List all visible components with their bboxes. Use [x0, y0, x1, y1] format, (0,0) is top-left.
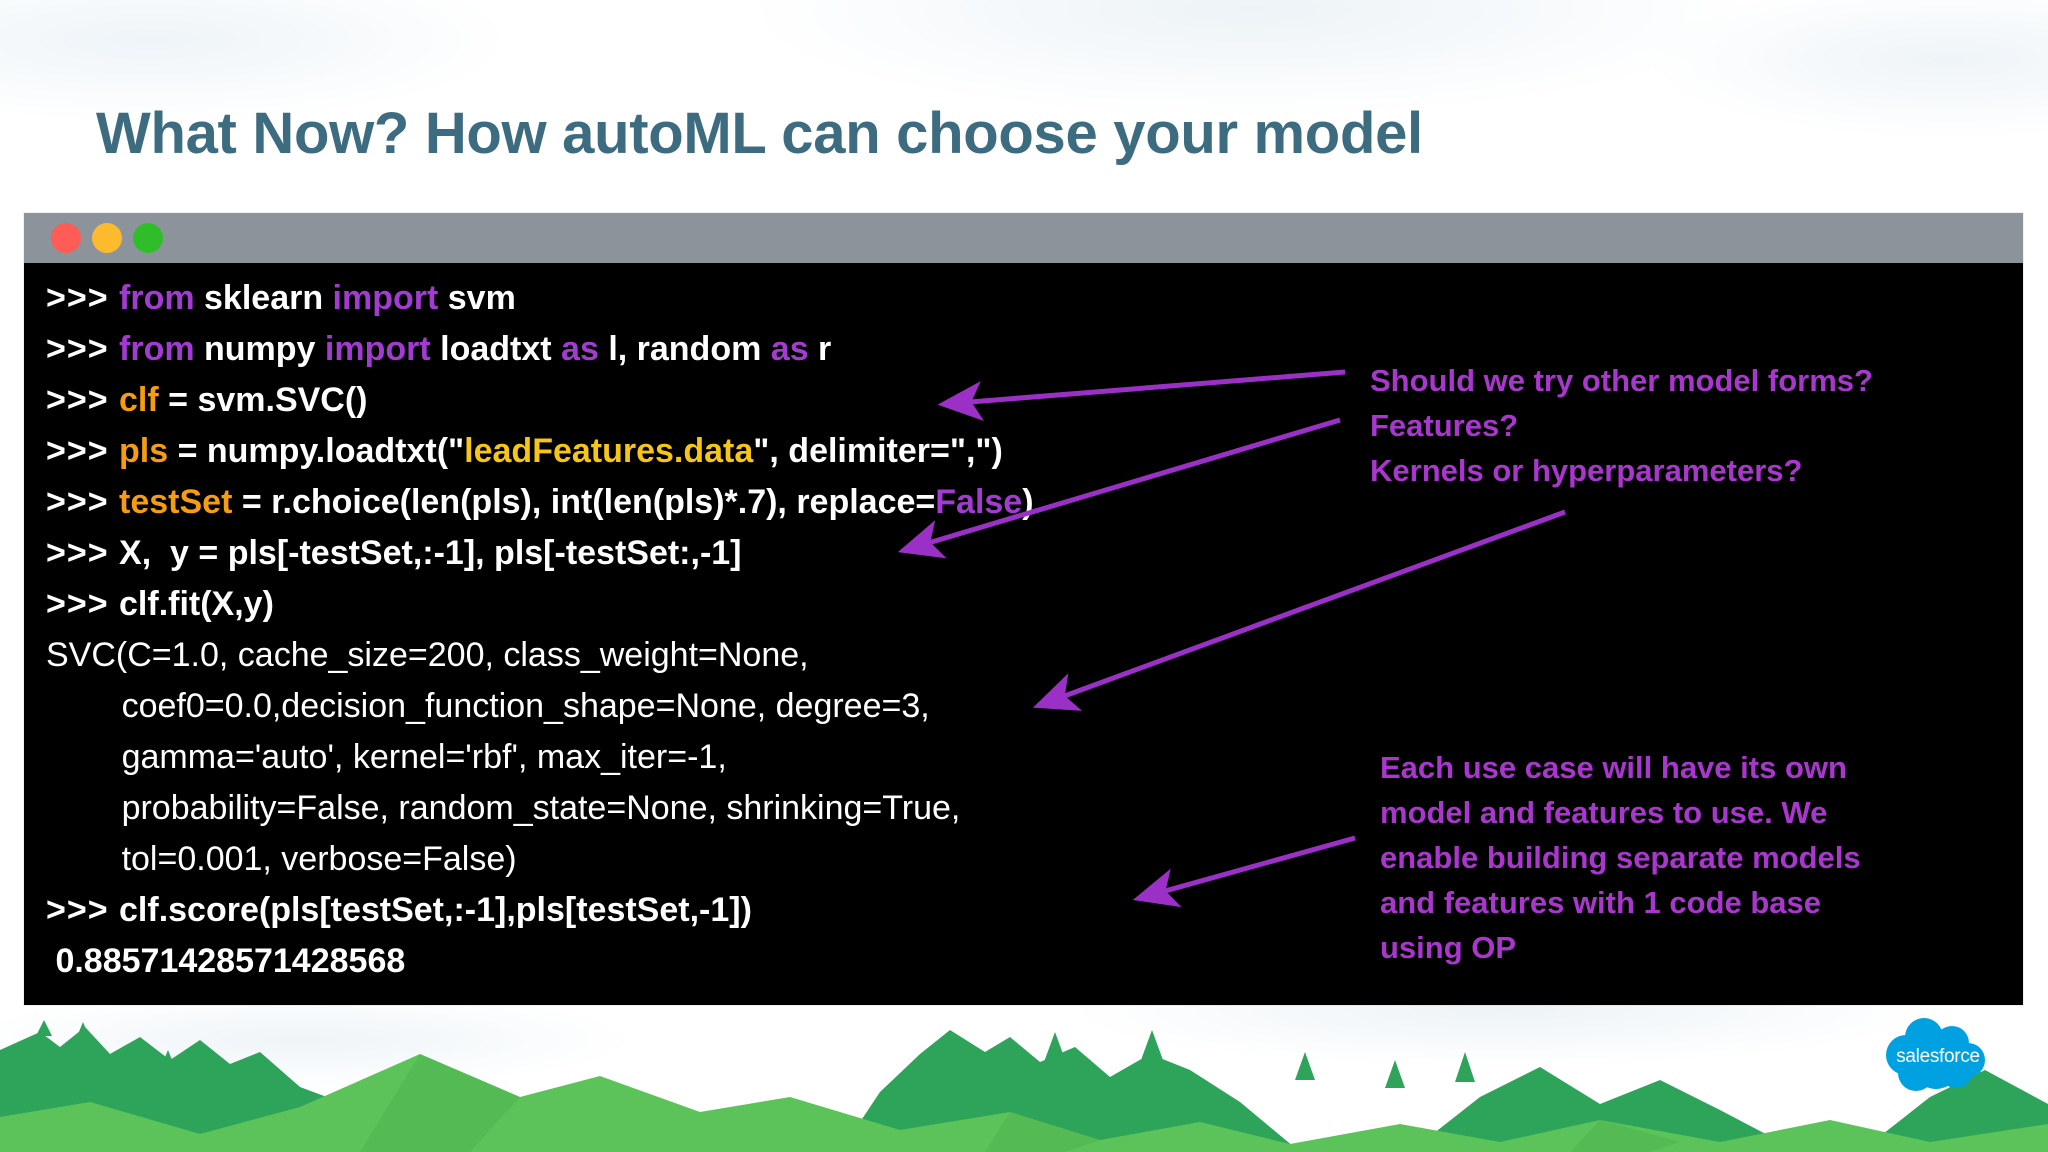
code-token: clf [119, 381, 159, 419]
code-token: = r.choice(len(pls), int(len(pls)*.7), r… [232, 483, 936, 521]
annotation-top: Should we try other model forms? Feature… [1370, 358, 2030, 493]
code-output-line: SVC(C=1.0, cache_size=200, class_weight=… [46, 636, 809, 674]
annotation-bottom-line4: and features with 1 code base [1380, 885, 1822, 920]
code-token: numpy [204, 330, 325, 368]
prompt-marker: >>> [46, 330, 120, 368]
mountain-shadow [360, 1054, 1680, 1152]
code-line: >>> clf.fit(X,y) [46, 579, 1366, 630]
code-token: = svm.SVC() [158, 381, 368, 419]
code-token: leadFeatures.data [464, 432, 754, 470]
salesforce-cloud-icon [1886, 1018, 1985, 1091]
prompt-marker: >>> [46, 381, 120, 419]
annotation-bottom: Each use case will have its own model an… [1380, 745, 2020, 970]
code-token: from [119, 330, 205, 368]
code-token: l, random [608, 330, 771, 368]
footer-landscape [0, 1020, 2048, 1152]
prompt-marker: >>> [46, 432, 120, 470]
prompt-marker: >>> [46, 534, 120, 572]
code-token: sklearn [204, 279, 333, 317]
code-token: ) [1022, 483, 1034, 521]
terminal-titlebar [24, 213, 2023, 263]
prompt-marker: >>> [46, 279, 120, 317]
code-token: from [119, 279, 205, 317]
code-output-line: gamma='auto', kernel='rbf', max_iter=-1, [46, 738, 727, 776]
code-token: False [935, 483, 1023, 521]
code-token: clf.fit(X,y) [119, 585, 274, 623]
annotation-bottom-line5: using OP [1380, 930, 1517, 965]
annotation-top-line3: Kernels or hyperparameters? [1370, 453, 1803, 488]
code-line: >>> testSet = r.choice(len(pls), int(len… [46, 477, 1366, 528]
code-line: >>> clf.score(pls[testSet,:-1],pls[testS… [46, 885, 1366, 936]
annotation-top-line2: Features? [1370, 408, 1519, 443]
annotation-bottom-line3: enable building separate models [1380, 840, 1861, 875]
code-token: pls [119, 432, 169, 470]
terminal-window: >>> from sklearn import svm>>> from nump… [24, 213, 2023, 1005]
code-line: >>> from sklearn import svm [46, 273, 1366, 324]
prompt-marker: >>> [46, 585, 120, 623]
code-token: loadtxt [440, 330, 562, 368]
annotation-top-line1: Should we try other model forms? [1370, 363, 1873, 398]
code-line: >>> pls = numpy.loadtxt("leadFeatures.da… [46, 426, 1366, 477]
code-token: testSet [119, 483, 233, 521]
terminal-body[interactable]: >>> from sklearn import svm>>> from nump… [24, 263, 2023, 1005]
code-token: as [561, 330, 609, 368]
close-icon[interactable] [51, 223, 81, 253]
code-line: >>> clf = svm.SVC() [46, 375, 1366, 426]
code-output-line: coef0=0.0,decision_function_shape=None, … [46, 687, 930, 725]
code-token: 0.88571428571428568 [46, 942, 406, 980]
page-title: What Now? How autoML can choose your mod… [96, 101, 1423, 166]
salesforce-logo: salesforce [1880, 1015, 1996, 1097]
mountain-range-front [0, 1054, 2048, 1152]
minimize-icon[interactable] [92, 223, 122, 253]
code-token: import [324, 330, 441, 368]
code-line: >>> from numpy import loadtxt as l, rand… [46, 324, 1366, 375]
code-line: 0.88571428571428568 [46, 936, 1366, 987]
code-output-line: tol=0.001, verbose=False) [46, 840, 517, 878]
code-output-line: probability=False, random_state=None, sh… [46, 789, 961, 827]
code-token: = numpy.loadtxt(" [168, 432, 465, 470]
code-token: ", delimiter=",") [753, 432, 1003, 470]
code-token: as [770, 330, 819, 368]
annotation-bottom-line2: model and features to use. We [1380, 795, 1828, 830]
prompt-marker: >>> [46, 483, 120, 521]
code-token: svm [447, 279, 516, 317]
code-token: clf.score(pls[testSet,:-1],pls[testSet,-… [119, 891, 752, 929]
maximize-icon[interactable] [133, 223, 163, 253]
code-token: r [818, 330, 832, 368]
salesforce-wordmark: salesforce [1896, 1046, 1980, 1067]
code-token: X, y = pls[-testSet,:-1], pls[-testSet:,… [119, 534, 742, 572]
annotation-bottom-line1: Each use case will have its own [1380, 750, 1847, 785]
code-token: import [332, 279, 448, 317]
code-line: >>> X, y = pls[-testSet,:-1], pls[-testS… [46, 528, 1366, 579]
prompt-marker: >>> [46, 891, 120, 929]
code-content: >>> from sklearn import svm>>> from nump… [46, 273, 1366, 987]
